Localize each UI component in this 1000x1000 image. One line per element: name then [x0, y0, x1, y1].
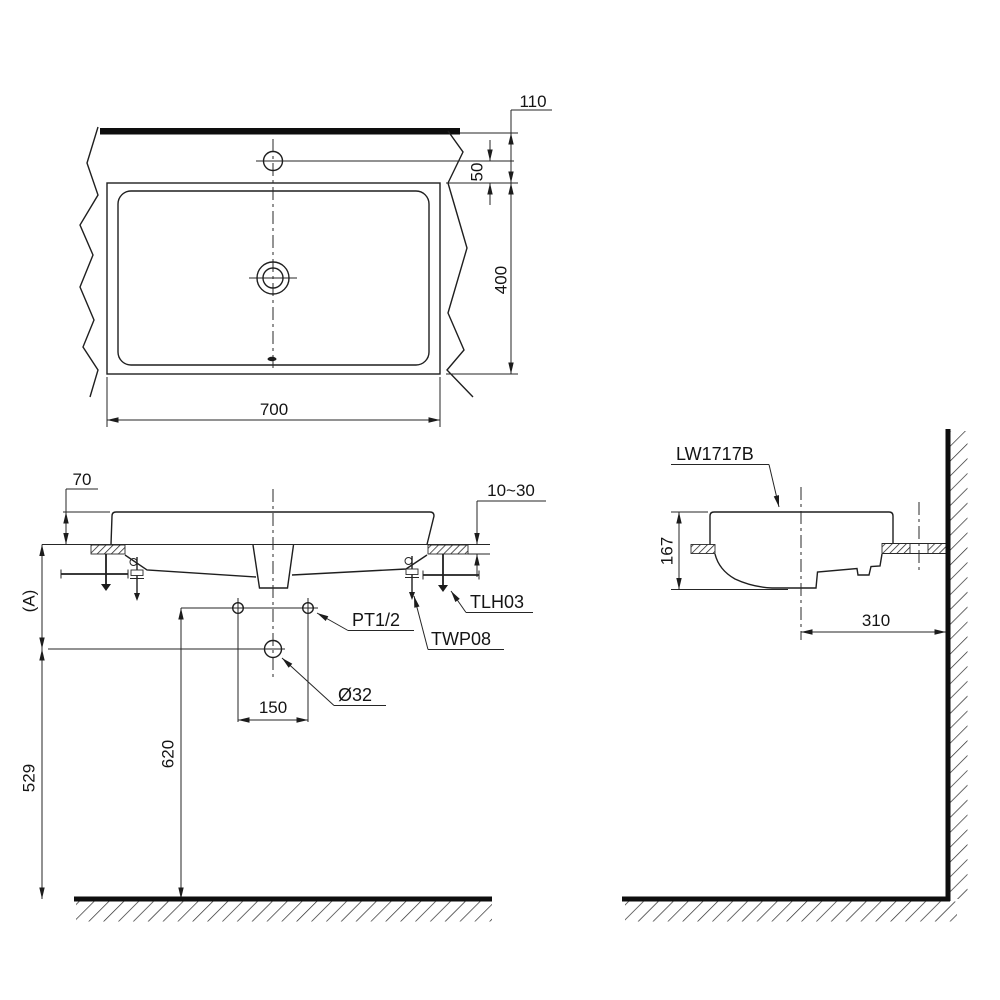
- bolt-tip: [134, 593, 140, 601]
- basin-front-outline: [110, 511, 435, 545]
- bracket-foot: [438, 585, 448, 592]
- label-bracket-model: TLH03: [470, 592, 524, 612]
- dim-text-529: 529: [20, 764, 39, 792]
- dim-text-310: 310: [862, 611, 890, 630]
- front-view-dimensions: 70 10~30 150 (A) 529 620: [20, 470, 546, 899]
- dim-text-A: (A): [20, 590, 39, 613]
- dim-text-70: 70: [73, 470, 92, 489]
- dim-text-167: 167: [658, 537, 677, 565]
- basin-underside-left: [124, 554, 257, 578]
- label-drain-diameter: Ø32: [338, 685, 372, 705]
- leader-bolt: [413, 595, 429, 650]
- dim-text-10-30: 10~30: [487, 481, 535, 500]
- top-view-dimensions: 110 50 400 700: [106, 92, 552, 427]
- basin-underside-profile: [714, 553, 883, 589]
- leader-product: [768, 464, 780, 508]
- dim-text-150: 150: [259, 698, 287, 717]
- label-product-model: LW1717B: [676, 444, 754, 464]
- counter-section-right: [427, 544, 469, 555]
- bolt-nut: [405, 568, 419, 575]
- bolt-clip: [404, 557, 413, 565]
- label-bolt-model: TWP08: [431, 629, 491, 649]
- side-view-labels: LW1717B: [671, 444, 780, 508]
- wall-hatch: [950, 431, 968, 899]
- dim-text-110: 110: [519, 92, 546, 111]
- leader-bracket: [450, 590, 467, 613]
- mounting-hardware-left: [60, 554, 144, 601]
- rough-in-points: [48, 598, 318, 722]
- wall-section-bar: [100, 128, 460, 135]
- counter-section-left: [90, 544, 126, 555]
- leader-supply: [316, 612, 349, 631]
- counter-section-right-a: [881, 543, 911, 554]
- dim-text-400: 400: [492, 266, 511, 294]
- floor-hatch: [76, 901, 492, 922]
- overflow-mark: [267, 356, 277, 362]
- supply-hole-left: [231, 602, 244, 615]
- faucet-hole: [262, 150, 284, 172]
- counter-section-right-b: [927, 543, 949, 554]
- bolt-nut: [130, 569, 144, 576]
- counter-section-left: [690, 544, 716, 554]
- drain-hole-inner: [262, 267, 284, 289]
- mounting-hardware-right: [404, 554, 480, 600]
- counter-break-line-left: [79, 126, 99, 398]
- counter-break-line-right: [446, 130, 474, 398]
- bolt-clip: [129, 558, 138, 566]
- supply-hole-right: [302, 602, 315, 615]
- bolt-tip: [409, 592, 415, 600]
- side-view-dimensions: 167 310: [658, 511, 946, 635]
- floor-hatch: [625, 901, 957, 922]
- label-supply-thread: PT1/2: [352, 610, 400, 630]
- bracket-foot: [101, 584, 111, 591]
- dim-text-620: 620: [159, 740, 178, 768]
- dim-text-700: 700: [260, 400, 288, 419]
- dim-text-50: 50: [468, 163, 487, 182]
- front-view: 70 10~30 150 (A) 529 620 PT1/2 Ø32 TLH03: [20, 470, 546, 922]
- side-view: 167 310 LW1717B: [622, 429, 968, 922]
- drain-outlet: [263, 639, 283, 659]
- top-view: 110 50 400 700: [79, 92, 552, 427]
- front-view-labels: PT1/2 Ø32 TLH03 TWP08: [281, 590, 533, 706]
- leader-drain: [281, 657, 335, 706]
- drain-hole-outer: [256, 261, 290, 295]
